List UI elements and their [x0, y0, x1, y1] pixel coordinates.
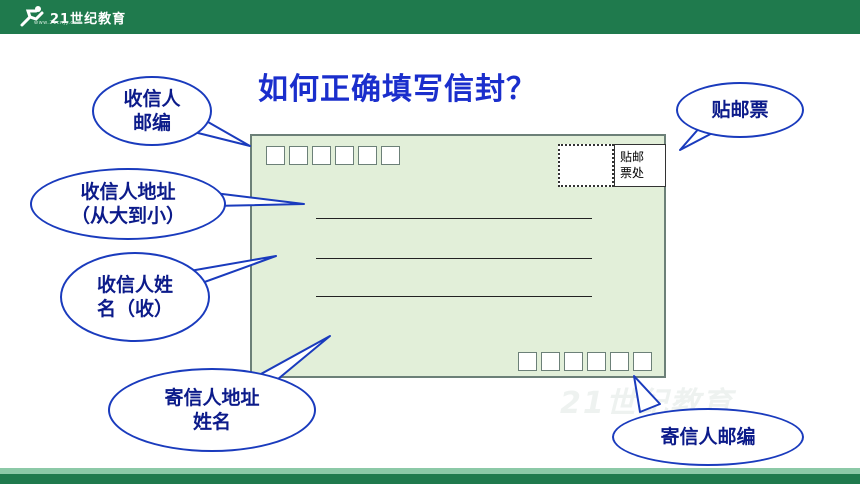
- runner-logo-icon: [20, 6, 44, 27]
- page-title: 如何正确填写信封？: [258, 72, 537, 107]
- zip-box: [633, 352, 652, 371]
- zip-box: [381, 146, 400, 165]
- stamp-label: 贴邮 票处: [614, 144, 666, 187]
- recipient-zip-boxes: [266, 146, 400, 165]
- zip-box: [289, 146, 308, 165]
- zip-box: [335, 146, 354, 165]
- site-logo[interactable]: 21世纪教育: [18, 4, 126, 30]
- callout-recipient-zip: 收信人 邮编: [92, 76, 212, 146]
- envelope: 贴邮 票处: [250, 134, 666, 378]
- callout-tail: [633, 375, 661, 413]
- callout-recipient-name: 收信人姓 名（收）: [60, 252, 210, 342]
- zip-box: [541, 352, 560, 371]
- header-bar: 21世纪教育 www.21cnjy.com: [0, 0, 860, 34]
- footer-stripe-light: [0, 468, 860, 474]
- address-line: [316, 258, 592, 259]
- stamp-area: [558, 144, 614, 187]
- zip-box: [587, 352, 606, 371]
- zip-box: [610, 352, 629, 371]
- address-line: [316, 218, 592, 219]
- address-line: [316, 296, 592, 297]
- sender-zip-boxes: [518, 352, 652, 371]
- zip-box: [564, 352, 583, 371]
- zip-box: [266, 146, 285, 165]
- zip-box: [358, 146, 377, 165]
- zip-box: [312, 146, 331, 165]
- logo-subtext: www.21cnjy.com: [34, 20, 83, 26]
- logo-text: 21世纪教育: [50, 11, 127, 27]
- callout-recipient-address: 收信人地址 （从大到小）: [30, 168, 226, 240]
- zip-box: [518, 352, 537, 371]
- callout-sender-zip: 寄信人邮编: [612, 408, 804, 466]
- callout-sender-info: 寄信人地址 姓名: [108, 368, 316, 452]
- footer-bar: [0, 474, 860, 484]
- callout-stamp: 贴邮票: [676, 82, 804, 138]
